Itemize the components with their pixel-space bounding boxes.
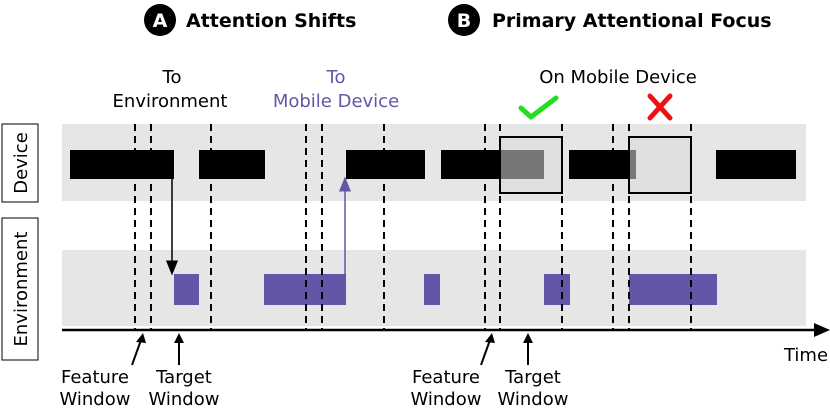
- focus-window-correct: [499, 136, 563, 194]
- badge-b: [448, 4, 480, 36]
- check-icon: [518, 95, 559, 120]
- environment-bar: [424, 274, 440, 305]
- feature-window-pointer-head: [485, 333, 495, 343]
- to-mobile-device-line1: To: [326, 67, 346, 88]
- target-window-label-line1: Target: [504, 367, 561, 388]
- device-label-text: Device: [11, 132, 32, 194]
- focus-window-incorrect: [628, 136, 692, 194]
- target-window-label-line2: Window: [149, 389, 220, 408]
- device-bar: [569, 150, 636, 179]
- feature-window-label-line2: Window: [411, 389, 482, 408]
- target-window-pointer-head: [523, 333, 533, 343]
- device-bar: [199, 150, 265, 179]
- device-bar: [70, 150, 174, 179]
- window-dividers: [134, 124, 692, 330]
- target-window-label-line1: Target: [155, 367, 212, 388]
- right-window-pointers: [480, 333, 533, 366]
- section-a-header: A Attention Shifts: [144, 4, 356, 36]
- time-axis-arrowhead: [814, 323, 830, 337]
- left-window-pointers: [131, 333, 184, 366]
- environment-bar: [174, 274, 199, 305]
- environment-bar: [544, 274, 570, 305]
- to-mobile-device-line2: Mobile Device: [273, 91, 399, 112]
- time-label: Time: [783, 345, 828, 366]
- badge-a: [144, 4, 176, 36]
- badge-b-letter: B: [457, 10, 471, 32]
- to-environment-line1: To: [162, 67, 182, 88]
- section-b-title: Primary Attentional Focus: [492, 10, 772, 32]
- environment-label-text: Environment: [11, 232, 32, 347]
- environment-row-label: Environment: [1, 217, 39, 361]
- feature-window-pointer: [131, 339, 142, 366]
- feature-window-label-line2: Window: [60, 389, 131, 408]
- feature-window-pointer-head: [136, 333, 146, 343]
- environment-bar: [629, 274, 717, 305]
- on-mobile-device-label: On Mobile Device: [539, 67, 697, 88]
- device-row-label: Device: [1, 123, 39, 203]
- cross-icon: [647, 93, 673, 121]
- feature-window-pointer: [480, 339, 491, 366]
- device-bar: [346, 150, 425, 179]
- section-a-title: Attention Shifts: [186, 10, 356, 32]
- environment-bar: [264, 274, 346, 305]
- environment-bars: [174, 274, 717, 305]
- feature-window-label-line1: Feature: [61, 367, 129, 388]
- section-b-header: B Primary Attentional Focus: [448, 4, 772, 36]
- target-window-label-line2: Window: [498, 389, 569, 408]
- to-environment-line2: Environment: [113, 91, 228, 112]
- feature-window-label-line1: Feature: [412, 367, 480, 388]
- device-bar: [716, 150, 796, 179]
- badge-a-letter: A: [153, 10, 168, 32]
- device-bars: [70, 150, 796, 179]
- target-window-pointer-head: [174, 333, 184, 343]
